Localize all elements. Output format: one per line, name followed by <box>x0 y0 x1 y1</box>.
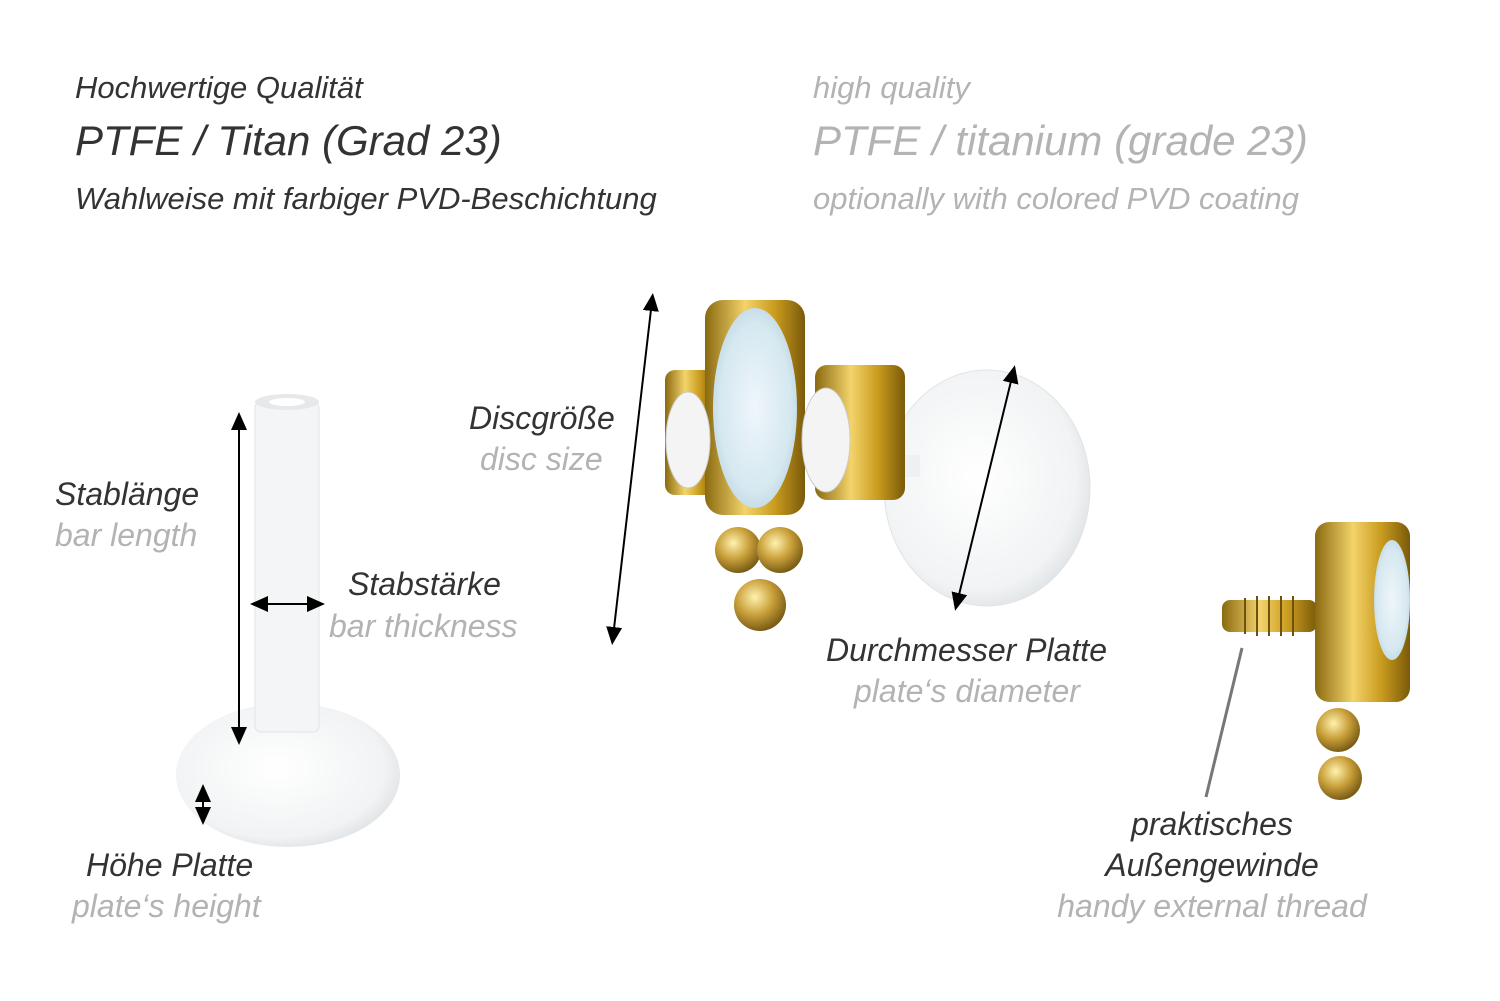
coating-en: optionally with colored PVD coating <box>813 181 1299 216</box>
material-en: PTFE / titanium (grade 23) <box>813 117 1308 164</box>
plate-height-en: plate‘s height <box>72 888 261 924</box>
thread-de-line1: praktisches <box>1131 806 1293 842</box>
plate-diameter-de: Durchmesser Platte <box>826 632 1107 668</box>
disc-size-de: Discgröße <box>469 400 615 436</box>
plate-diameter-arrow <box>951 365 1019 611</box>
bar-thickness-en: bar thickness <box>329 608 518 644</box>
thread-pointer-line <box>1204 647 1244 798</box>
quality-en: high quality <box>813 70 970 105</box>
bar-thickness-de: Stabstärke <box>348 566 501 602</box>
coating-de: Wahlweise mit farbiger PVD-Beschichtung <box>75 181 657 216</box>
plate-height-de: Höhe Platte <box>86 847 254 883</box>
thread-en: handy external thread <box>1057 888 1367 924</box>
disc-size-arrow <box>606 293 659 645</box>
quality-de: Hochwertige Qualität <box>75 70 363 105</box>
plate-diameter-en: plate‘s diameter <box>854 673 1080 709</box>
jewel-with-disc <box>665 300 1091 631</box>
material-de: PTFE / Titan (Grad 23) <box>75 117 502 164</box>
disc-size-en: disc size <box>480 441 603 477</box>
bar-length-de: Stablänge <box>55 476 200 512</box>
bar-length-en: bar length <box>55 517 198 553</box>
thread-de-line2: Außengewinde <box>1105 847 1319 883</box>
threaded-top <box>1222 522 1410 800</box>
